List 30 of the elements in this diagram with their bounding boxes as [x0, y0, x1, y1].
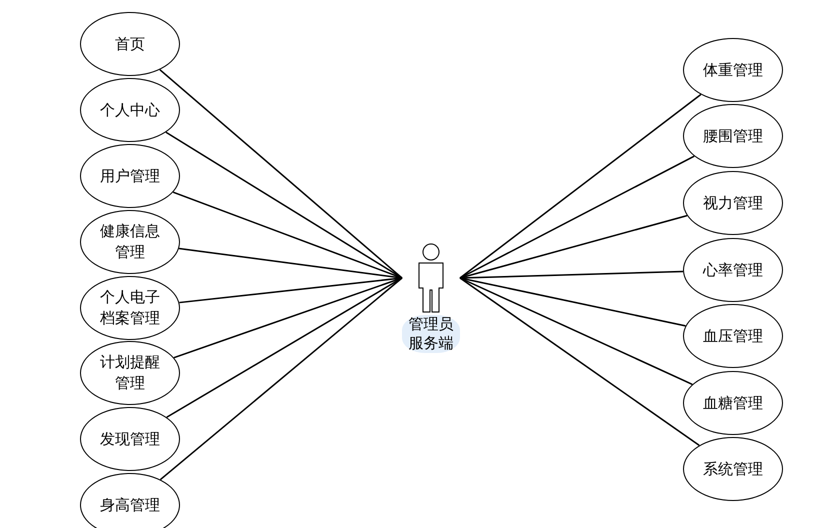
association-line — [160, 277, 402, 480]
use-case-ellipse: 腰围管理 — [683, 104, 783, 168]
association-line — [172, 191, 402, 279]
association-line — [460, 156, 695, 279]
use-case-ellipse: 视力管理 — [683, 171, 783, 235]
use-case-ellipse: 体重管理 — [683, 38, 783, 102]
association-line — [178, 248, 402, 279]
association-line — [460, 277, 700, 446]
association-line — [159, 69, 402, 279]
actor-label: 管理员服务端 — [402, 315, 460, 353]
use-case-ellipse: 血压管理 — [683, 304, 783, 368]
use-case-ellipse: 计划提醒管理 — [80, 341, 180, 405]
use-case-ellipse: 系统管理 — [683, 437, 783, 501]
association-line — [174, 277, 402, 358]
use-case-ellipse: 心率管理 — [683, 238, 783, 302]
association-line — [166, 132, 402, 279]
use-case-ellipse: 健康信息管理 — [80, 210, 180, 274]
use-case-ellipse: 血糖管理 — [683, 371, 783, 435]
association-line — [166, 277, 402, 418]
use-case-ellipse: 个人电子档案管理 — [80, 276, 180, 340]
use-case-ellipse: 个人中心 — [80, 78, 180, 142]
association-line — [460, 94, 702, 279]
use-case-ellipse: 首页 — [80, 12, 180, 76]
association-line — [179, 277, 402, 304]
association-line — [460, 277, 686, 327]
use-case-ellipse: 身高管理 — [80, 473, 180, 528]
association-line — [460, 277, 693, 386]
association-line — [460, 214, 688, 279]
use-case-ellipse: 发现管理 — [80, 407, 180, 471]
use-case-ellipse: 用户管理 — [80, 144, 180, 208]
